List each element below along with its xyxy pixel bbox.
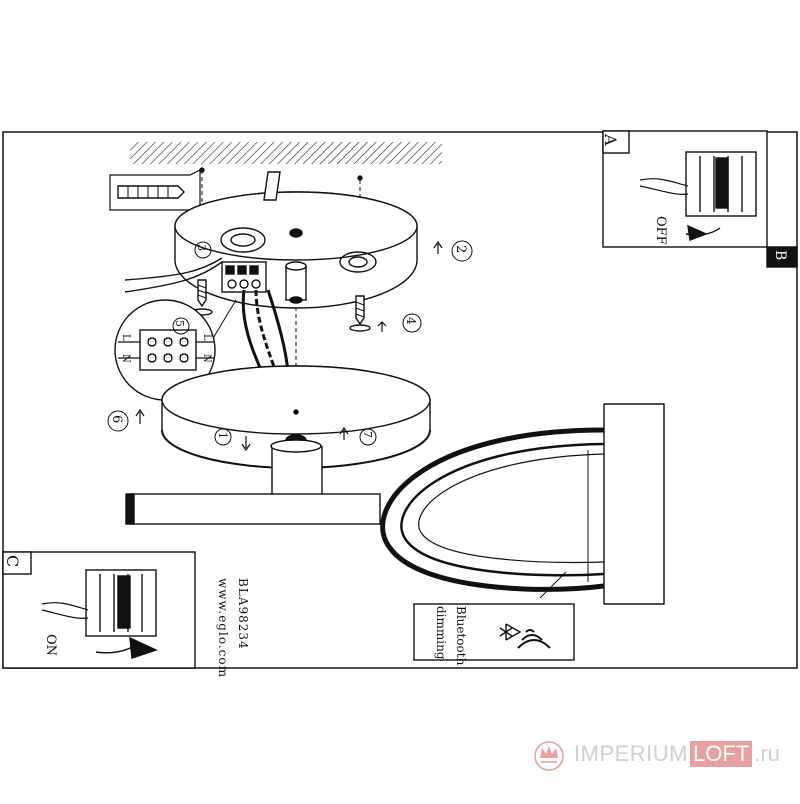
panel-b-tab (766, 246, 798, 268)
watermark-tld: .ru (754, 741, 780, 766)
step-label: 2 (453, 245, 468, 254)
watermark: IMPERIUM LOFT .ru (528, 736, 780, 772)
wireless-signal-icon (517, 629, 551, 649)
canopy-cover (161, 365, 431, 499)
watermark-highlight: LOFT (690, 741, 753, 767)
product-code: BLA98234 (236, 578, 250, 650)
connection-wires (241, 289, 290, 373)
panel-a-letter: A (601, 134, 620, 146)
step-label: 4 (404, 317, 418, 325)
panel-c-letter: C (3, 555, 22, 568)
turn-arrow-icon (687, 224, 708, 241)
bluetooth-icon (499, 623, 522, 641)
terminal-mark: N (120, 354, 131, 363)
on-label: ON (43, 634, 58, 657)
turn-arrow-icon (129, 636, 158, 659)
step-circles (107, 240, 473, 446)
step-label: 6 (109, 415, 124, 424)
step-label: 3 (195, 244, 208, 251)
dimming-label: dimming (434, 606, 448, 660)
bluetooth-label: Bluetooth (454, 606, 468, 666)
terminal-mark: L (201, 334, 212, 341)
terminal-zoom-detail (114, 299, 237, 401)
ceiling-hatch (130, 142, 442, 164)
step-label: 7 (361, 431, 374, 438)
terminal-block (221, 261, 267, 293)
wall-plug-icon (109, 167, 363, 211)
lamp-arm (125, 493, 381, 525)
crown-logo-icon (534, 741, 564, 771)
step-arrows (135, 240, 443, 452)
watermark-name: IMPERIUM (574, 741, 688, 766)
panel-b-letter: B (772, 250, 788, 261)
screw-icon (349, 295, 371, 332)
step-label: 5 (173, 320, 186, 327)
ring-lamp-head (380, 403, 665, 605)
bluetooth-callout (413, 571, 575, 661)
panel-a-switch-off (602, 130, 768, 248)
step-label: 1 (216, 432, 229, 439)
terminal-mark: N (201, 354, 212, 363)
panel-c-switch-on (2, 551, 196, 669)
supply-cable (124, 171, 281, 293)
product-url: www.eglo.com (216, 578, 230, 678)
sheet-frame (2, 131, 798, 669)
off-label: OFF (653, 216, 668, 245)
terminal-mark: L (120, 334, 131, 341)
